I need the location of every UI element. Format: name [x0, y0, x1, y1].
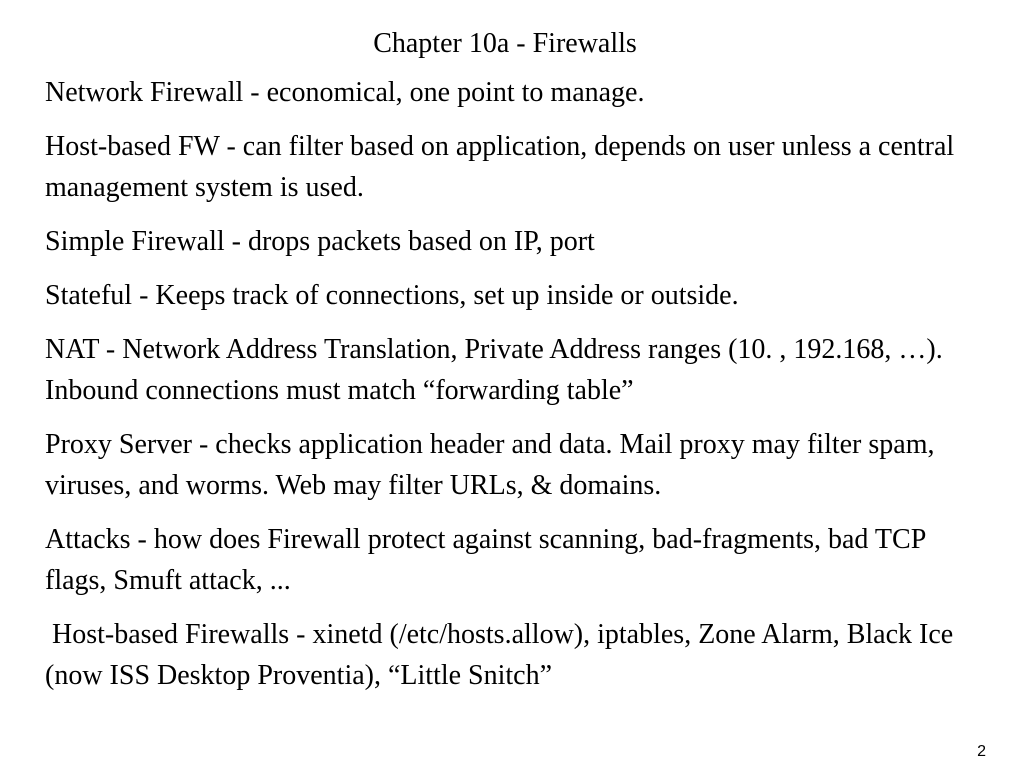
- slide-title: Chapter 10a - Firewalls: [373, 28, 637, 59]
- bullet-host-based-firewalls: Host-based Firewalls - xinetd (/etc/host…: [45, 619, 961, 691]
- bullet-simple-firewall: Simple Firewall - drops packets based on…: [45, 226, 595, 257]
- bullet-host-based-fw: Host-based FW - can filter based on appl…: [45, 131, 955, 203]
- bullet-proxy-server: Proxy Server - checks application header…: [45, 429, 935, 501]
- bullet-network-firewall: Network Firewall - economical, one point…: [45, 77, 645, 108]
- bullet-attacks: Attacks - how does Firewall protect agai…: [45, 524, 926, 596]
- bullet-nat: NAT - Network Address Translation, Priva…: [45, 334, 943, 406]
- bullet-stateful: Stateful - Keeps track of connections, s…: [45, 280, 739, 311]
- slide-body: Network Firewall - economical, one point…: [45, 72, 975, 709]
- page-number: 2: [977, 743, 986, 760]
